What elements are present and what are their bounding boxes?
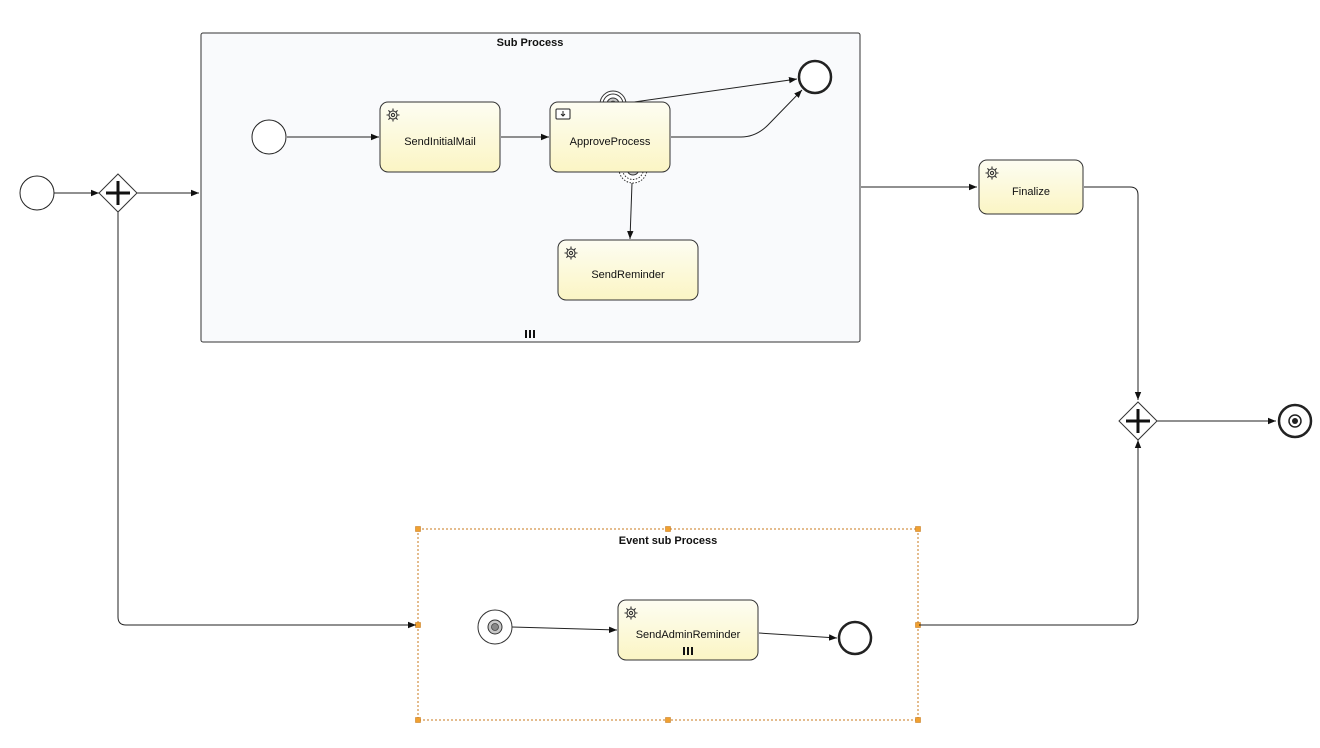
task-send-reminder[interactable]: SendReminder (557, 239, 699, 301)
parallel-gateway-join[interactable] (1118, 401, 1158, 441)
task-send-admin-reminder[interactable]: SendAdminReminder (617, 599, 759, 661)
task-label: SendAdminReminder (636, 629, 741, 641)
flow-sendadminreminder-to-end (758, 632, 838, 641)
task-send-initial-mail[interactable]: SendInitialMail (379, 101, 501, 173)
flow-approve-to-subend (671, 89, 803, 138)
task-label: ApproveProcess (570, 136, 651, 148)
flow-split-to-event-subprocess (117, 212, 416, 629)
parallel-multi-instance-icon (525, 330, 535, 338)
sequence-flows (54, 76, 1276, 641)
task-label: SendInitialMail (404, 136, 476, 148)
flow-event-subprocess-to-join (919, 440, 1142, 626)
start-event[interactable] (19, 175, 55, 211)
parallel-gateway-split[interactable] (98, 173, 138, 213)
parallel-multi-instance-icon (683, 647, 693, 655)
selection-handles[interactable] (415, 526, 921, 723)
event-sub-end-event[interactable] (837, 620, 873, 656)
task-approve-process[interactable]: ApproveProcess (549, 101, 671, 173)
sub-start-event[interactable] (251, 119, 287, 155)
event-sub-process[interactable]: Event sub Process (415, 526, 921, 723)
sub-process-title: Sub Process (497, 37, 564, 49)
flow-finalize-to-join (1084, 186, 1142, 400)
flow-timer-to-subend (626, 76, 798, 104)
task-label: Finalize (1012, 186, 1050, 198)
event-sub-process-title: Event sub Process (619, 535, 717, 547)
flow-timerstart-to-sendadminreminder (511, 626, 618, 633)
timer-start-event[interactable] (477, 609, 513, 645)
sub-end-event[interactable] (797, 59, 833, 95)
task-label: SendReminder (591, 269, 665, 281)
flow-timer-to-sendreminder (627, 182, 634, 240)
envelope-icon (555, 108, 571, 120)
terminate-end-event[interactable] (1277, 403, 1313, 439)
task-finalize[interactable]: Finalize (978, 159, 1084, 215)
sub-process[interactable]: Sub Process (200, 32, 861, 343)
